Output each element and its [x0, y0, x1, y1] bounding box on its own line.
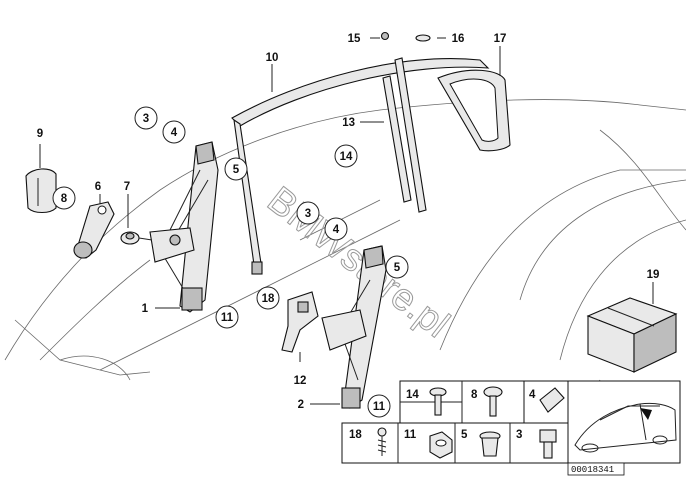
- callout-17: 17: [494, 33, 507, 45]
- clip-4-icon: [539, 387, 565, 413]
- callout-circle-3b: [296, 201, 320, 225]
- table-18: 18: [349, 429, 362, 441]
- part-15-clip: [380, 31, 390, 41]
- callout-circle-5a: [224, 157, 248, 181]
- callout-2: 2: [298, 399, 304, 411]
- callout-11b: 11: [373, 401, 386, 413]
- callout-3a: 3: [143, 113, 149, 125]
- callout-5a: 5: [233, 164, 240, 176]
- callout-15: 15: [348, 33, 361, 45]
- part-13-strip: [382, 57, 427, 213]
- callout-4b: 4: [333, 224, 340, 236]
- table-8: 8: [471, 389, 478, 401]
- part-10-window-channel: [231, 58, 490, 275]
- bolt-3-icon: [539, 429, 557, 459]
- screw-18-icon: [377, 427, 387, 456]
- callout-3b: 3: [305, 208, 311, 220]
- callout-circle-14: [334, 144, 358, 168]
- table-11: 11: [404, 429, 417, 441]
- part-17-quarter-window: [437, 69, 511, 152]
- callout-9: 9: [37, 128, 43, 140]
- callout-6: 6: [95, 181, 101, 193]
- callout-19: 19: [647, 269, 660, 281]
- callout-13: 13: [342, 117, 355, 129]
- callout-10: 10: [266, 52, 279, 64]
- screw-8-icon: [483, 386, 503, 417]
- callout-5b: 5: [394, 262, 401, 274]
- part-19-box: [586, 297, 678, 373]
- callout-circle-8: [52, 186, 76, 210]
- table-5: 5: [461, 429, 468, 441]
- part-1-front-regulator: [149, 141, 219, 313]
- table-4: 4: [529, 389, 536, 401]
- callouts: 3 4 5 8 3 4 5 14 18 11 11 10 1 2 6 7 9 1…: [37, 33, 660, 418]
- part-12-motor: [281, 291, 319, 353]
- callout-16: 16: [452, 33, 465, 45]
- callout-circle-3a: [134, 106, 158, 130]
- callout-1: 1: [142, 303, 149, 315]
- callout-circle-5b: [385, 255, 409, 279]
- callout-12: 12: [294, 375, 307, 387]
- part-2-rear-regulator: [321, 245, 387, 409]
- table-3: 3: [516, 429, 522, 441]
- callout-18: 18: [262, 293, 275, 305]
- callout-7: 7: [124, 181, 130, 193]
- callout-14: 14: [340, 151, 353, 163]
- callout-4a: 4: [171, 127, 178, 139]
- bushing-5-icon: [479, 431, 501, 457]
- callout-circle-11a: [215, 305, 239, 329]
- screw-14-icon: [429, 387, 447, 416]
- callout-11a: 11: [221, 312, 234, 324]
- callout-circle-18: [256, 286, 280, 310]
- drawing-code: 00018341: [571, 465, 614, 475]
- hardware-table: 14 8 4 18 11 5 3: [341, 380, 681, 476]
- callout-circle-4a: [162, 120, 186, 144]
- leader-lines: [39, 37, 654, 405]
- part-9-cap: [25, 168, 57, 214]
- car-thumbnail-icon: [567, 380, 681, 464]
- nut-11-icon: [429, 431, 453, 459]
- part-16-clip: [415, 34, 431, 42]
- callout-circle-11b: [367, 394, 391, 418]
- part-6-crank-handle: [73, 201, 115, 259]
- callout-circle-4b: [324, 217, 348, 241]
- callout-8: 8: [61, 193, 68, 205]
- part-7-escutcheon: [120, 231, 153, 245]
- table-14: 14: [406, 389, 419, 401]
